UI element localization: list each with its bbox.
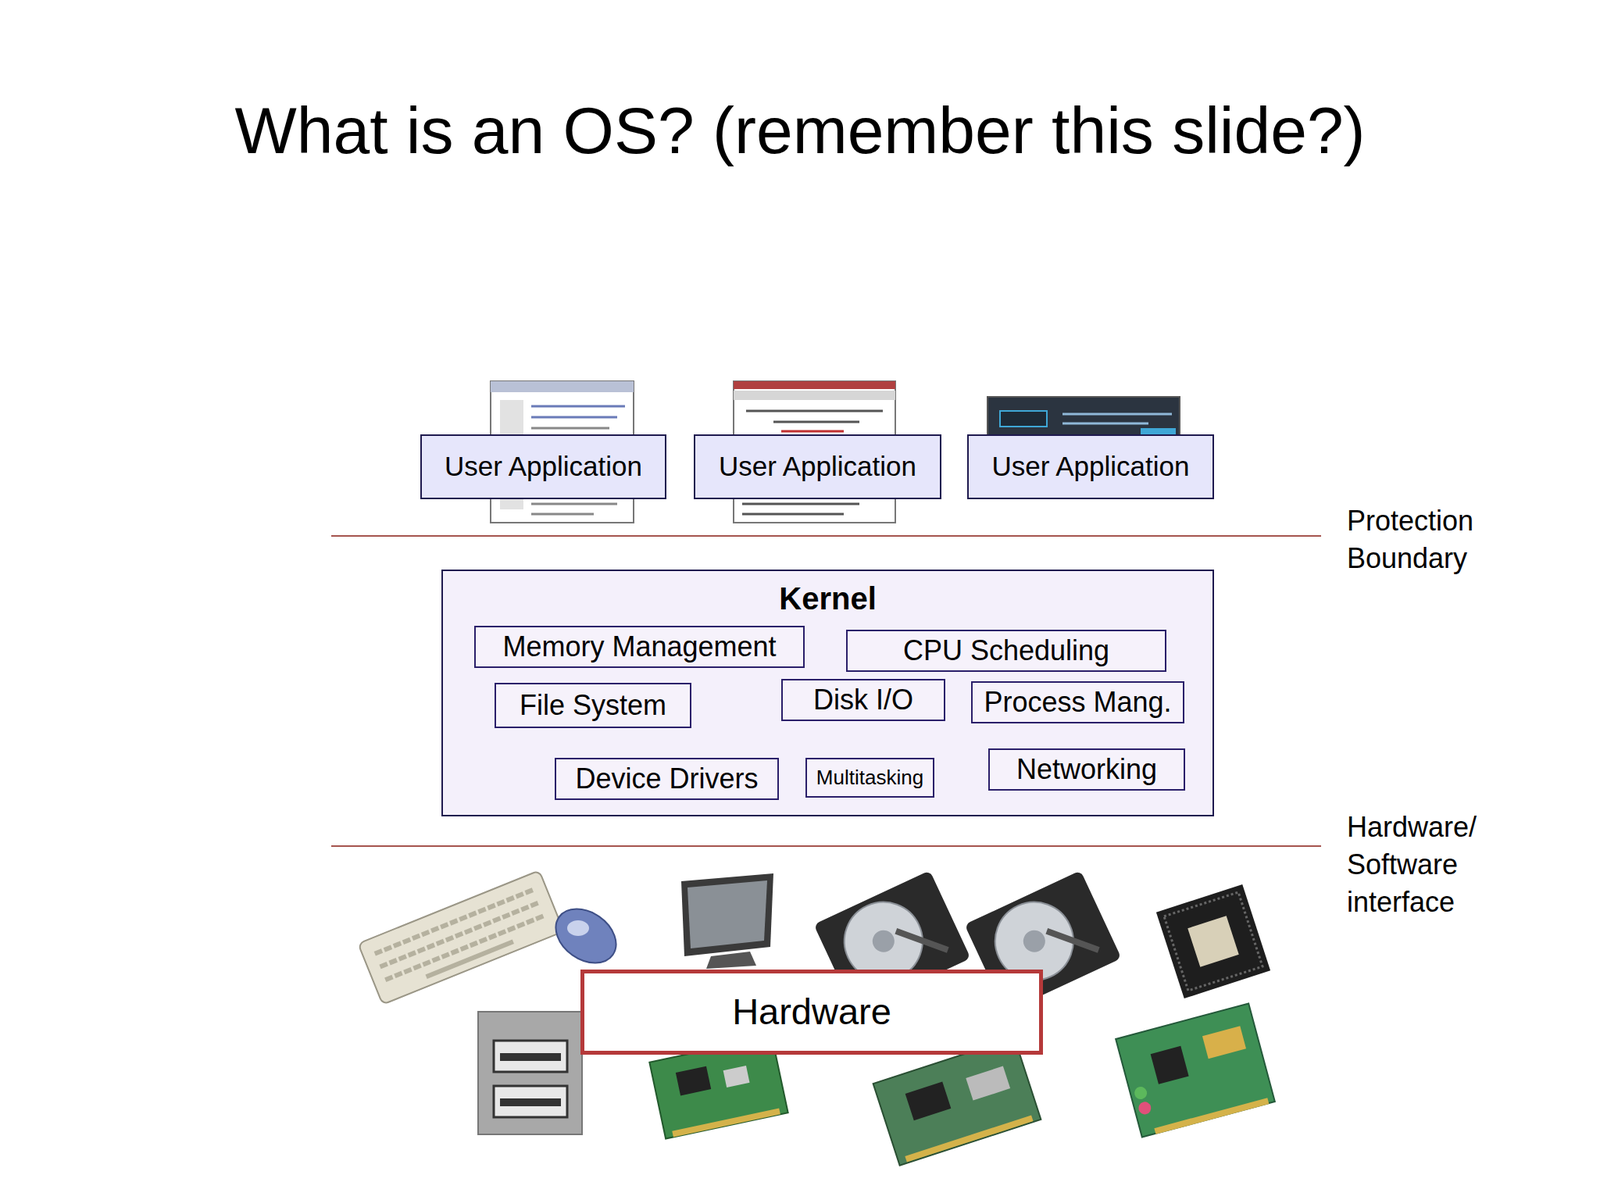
- kernel-module-box: Memory Management: [474, 625, 805, 668]
- sound-card-picture: [1115, 1003, 1275, 1138]
- user-application-box: User Application: [420, 434, 667, 500]
- box-label: Hardware: [732, 990, 892, 1033]
- user-application-box: User Application: [967, 434, 1215, 500]
- box-label: User Application: [444, 450, 643, 483]
- box-label: Disk I/O: [813, 683, 914, 716]
- box-label: Device Drivers: [575, 762, 758, 795]
- usb-ports-picture: [478, 1011, 583, 1135]
- box-label: User Application: [718, 450, 917, 483]
- kernel-module-box: Disk I/O: [781, 678, 946, 722]
- box-label: CPU Scheduling: [903, 634, 1110, 667]
- hardware-box: Hardware: [580, 969, 1043, 1055]
- mouse-picture: [545, 897, 626, 974]
- cpu-chip-picture: [1156, 884, 1271, 999]
- box-label: Networking: [1016, 753, 1158, 786]
- kernel-module-box: Process Mang.: [971, 681, 1185, 724]
- slide-title: What is an OS? (remember this slide?): [0, 91, 1600, 171]
- box-heading: Kernel: [778, 580, 877, 617]
- app-screenshot: [987, 396, 1180, 438]
- kernel-module-box: Device Drivers: [554, 757, 779, 800]
- box-label: Memory Management: [502, 630, 776, 663]
- expansion-card-picture: [873, 1037, 1042, 1165]
- kernel-box: Memory Management CPU SchedulingFile Syst…: [441, 569, 1215, 817]
- box-label: Multitasking: [816, 766, 924, 790]
- protection-boundary-line: [331, 535, 1322, 537]
- boundary-label: Hardware/ Software interface: [1346, 808, 1504, 922]
- kernel-module-box: CPU Scheduling: [846, 629, 1167, 672]
- keyboard-picture: [357, 870, 564, 1005]
- hw-sw-interface-line: [331, 845, 1322, 847]
- kernel-module-box: Networking: [988, 748, 1186, 791]
- kernel-module-box: Multitasking: [805, 757, 935, 798]
- box-label: User Application: [992, 450, 1190, 483]
- monitor-picture: [681, 873, 774, 969]
- boundary-label: Protection Boundary: [1346, 502, 1504, 578]
- kernel-module-box: File System: [494, 682, 692, 729]
- box-label: File System: [519, 689, 667, 722]
- box-label: Process Mang.: [983, 685, 1172, 718]
- user-application-box: User Application: [693, 434, 942, 500]
